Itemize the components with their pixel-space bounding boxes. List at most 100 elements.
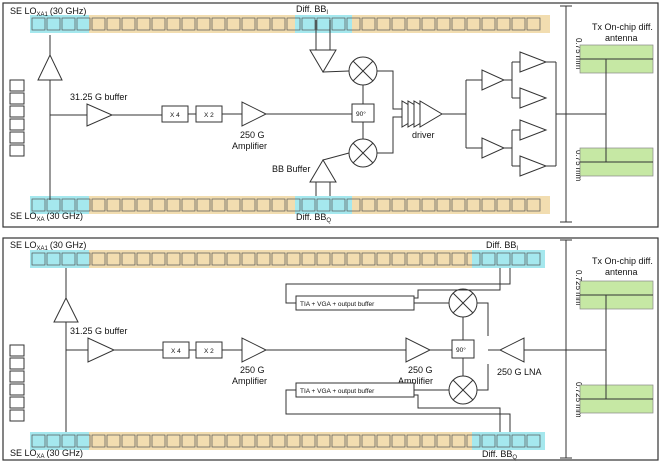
tx-lo-bottom-label: SE LOXA(30 GHz) bbox=[10, 211, 83, 223]
rx-bottom-pad-pad bbox=[316, 434, 331, 448]
tx-bottom-pad-pad bbox=[271, 198, 286, 212]
rx-top-pad-pad bbox=[286, 252, 301, 266]
tx-driver-label: driver bbox=[412, 130, 435, 140]
tx-top-pad-pad bbox=[421, 17, 436, 31]
tx-top-pad-pad bbox=[181, 17, 196, 31]
rx-bottom-pad-pad bbox=[436, 434, 451, 448]
rx-bottom-pad-pad bbox=[496, 434, 511, 448]
tx-mixer-i bbox=[348, 56, 378, 86]
rx-left-io-pads bbox=[9, 344, 25, 422]
rx-top-pad-pad bbox=[466, 252, 481, 266]
rx-left-io-pad bbox=[9, 409, 25, 422]
tx-mixer-q-out bbox=[377, 116, 402, 154]
rx-lna-to-mixer-i bbox=[477, 302, 489, 336]
tx-left-io-pad bbox=[9, 105, 25, 118]
tx-x2-label: X 2 bbox=[204, 112, 214, 119]
tx-bbi-to-mixer bbox=[322, 70, 350, 73]
tx-buffer-label: 31.25 G buffer bbox=[70, 92, 127, 102]
tx-amp-label-2: Amplifier bbox=[232, 141, 267, 151]
rx-top-pad-pad bbox=[241, 252, 256, 266]
rx-top-pad-pad bbox=[391, 252, 406, 266]
rx-diff-bb-i-label: Diff. BBI bbox=[486, 240, 518, 252]
rx-top-pad-pad bbox=[346, 252, 361, 266]
rx-tia-q-to-pad-1 bbox=[285, 389, 511, 432]
rx-top-pad-pad bbox=[166, 252, 181, 266]
tx-antenna-label-2: antenna bbox=[605, 33, 638, 43]
rx-bottom-pad-pad bbox=[76, 434, 91, 448]
tx-top-pad-pad bbox=[151, 17, 166, 31]
tx-top-pad-pad bbox=[481, 17, 496, 31]
tx-top-pad-pad bbox=[121, 17, 136, 31]
rx-x4-label: X 4 bbox=[171, 348, 181, 355]
rx-bottom-pad-pad bbox=[451, 434, 466, 448]
tx-bottom-pad-pad bbox=[211, 198, 226, 212]
rx-amp1-label-1: 250 G bbox=[240, 365, 265, 375]
tx-bottom-pad-pad bbox=[421, 198, 436, 212]
rx-bottom-pad-pad bbox=[211, 434, 226, 448]
tx-phase-label: 90° bbox=[356, 110, 366, 118]
tx-left-io-pad bbox=[9, 92, 25, 105]
rx-top-pad-pad bbox=[181, 252, 196, 266]
rx-top-pad-pad bbox=[271, 252, 286, 266]
tx-diff-bb-i-label: Diff. BBI bbox=[296, 4, 328, 16]
tx-driver bbox=[401, 100, 443, 128]
rx-top-pad-pad bbox=[211, 252, 226, 266]
tx-lo-buffer-triangle bbox=[37, 53, 63, 81]
tx-bottom-pad-pad bbox=[46, 198, 61, 212]
tx-bottom-pad-pad bbox=[121, 198, 136, 212]
tx-amp-label-1: 250 G bbox=[240, 130, 265, 140]
rx-top-pad-pad bbox=[451, 252, 466, 266]
rx-bottom-pad-pad bbox=[391, 434, 406, 448]
tx-top-pad-pad bbox=[196, 17, 211, 31]
tx-mixer-q bbox=[348, 138, 378, 168]
tx-bb-buffer-i bbox=[309, 49, 337, 73]
tx-top-pad-pad bbox=[406, 17, 421, 31]
rx-left-io-pad bbox=[9, 383, 25, 396]
rx-bottom-pad-pad bbox=[406, 434, 421, 448]
rx-bottom-pad-pad bbox=[46, 434, 61, 448]
rx-bottom-pad-pad bbox=[346, 434, 361, 448]
rx-diff-bb-q-label: Diff. BBQ bbox=[482, 449, 517, 461]
rx-bottom-pad-pad bbox=[511, 434, 526, 448]
rx-tia-top-label: TIA + VGA + output buffer bbox=[300, 301, 375, 308]
tx-bb-buffer-label: BB Buffer bbox=[272, 164, 310, 174]
tx-top-pad-pad bbox=[61, 17, 76, 31]
rx-bottom-pad-pad bbox=[526, 434, 541, 448]
tx-bottom-pad-pad bbox=[61, 198, 76, 212]
rx-top-pad-pad bbox=[226, 252, 241, 266]
rx-x2-label: X 2 bbox=[204, 348, 214, 355]
rx-top-pad-pad bbox=[136, 252, 151, 266]
tx-bottom-pad-pad bbox=[316, 198, 331, 212]
rx-top-pad-pad bbox=[256, 252, 271, 266]
tx-bottom-pad-pad bbox=[331, 198, 346, 212]
tx-bottom-pad-pad bbox=[151, 198, 166, 212]
rx-lo-buffer-triangle bbox=[53, 296, 79, 323]
rx-amp1-label-2: Amplifier bbox=[232, 376, 267, 386]
tx-top-pad-pad bbox=[166, 17, 181, 31]
tx-bottom-pad-pad bbox=[511, 198, 526, 212]
tx-pa-tree bbox=[466, 51, 606, 177]
rx-left-io-pad bbox=[9, 396, 25, 409]
tx-top-pad-pad bbox=[76, 17, 91, 31]
rx-top-pad-pad bbox=[406, 252, 421, 266]
rx-bottom-pad-pad bbox=[136, 434, 151, 448]
rx-top-pad-pad bbox=[106, 252, 121, 266]
tx-31g-buffer bbox=[86, 103, 114, 127]
tx-left-io-pad bbox=[9, 144, 25, 157]
tx-bottom-pad-pad bbox=[136, 198, 151, 212]
rx-bottom-pad-pad bbox=[271, 434, 286, 448]
rx-lna-to-mixer-q bbox=[477, 364, 489, 391]
rx-bottom-pad-pad bbox=[196, 434, 211, 448]
tx-bottom-pad-pad bbox=[526, 198, 541, 212]
rx-top-pad-pad bbox=[331, 252, 346, 266]
rx-top-pad-pad bbox=[91, 252, 106, 266]
rx-tia-bot-label: TIA + VGA + output buffer bbox=[300, 388, 375, 395]
rx-bottom-pad-pad bbox=[286, 434, 301, 448]
tx-bottom-pad-pad bbox=[76, 198, 91, 212]
rx-bottom-pad-pad bbox=[166, 434, 181, 448]
tx-top-pad-cyan-zone-1 bbox=[295, 15, 352, 33]
tx-top-pad-pad bbox=[136, 17, 151, 31]
rx-bottom-pad-pad bbox=[376, 434, 391, 448]
rx-amp2-label-2: Amplifier bbox=[398, 376, 433, 386]
